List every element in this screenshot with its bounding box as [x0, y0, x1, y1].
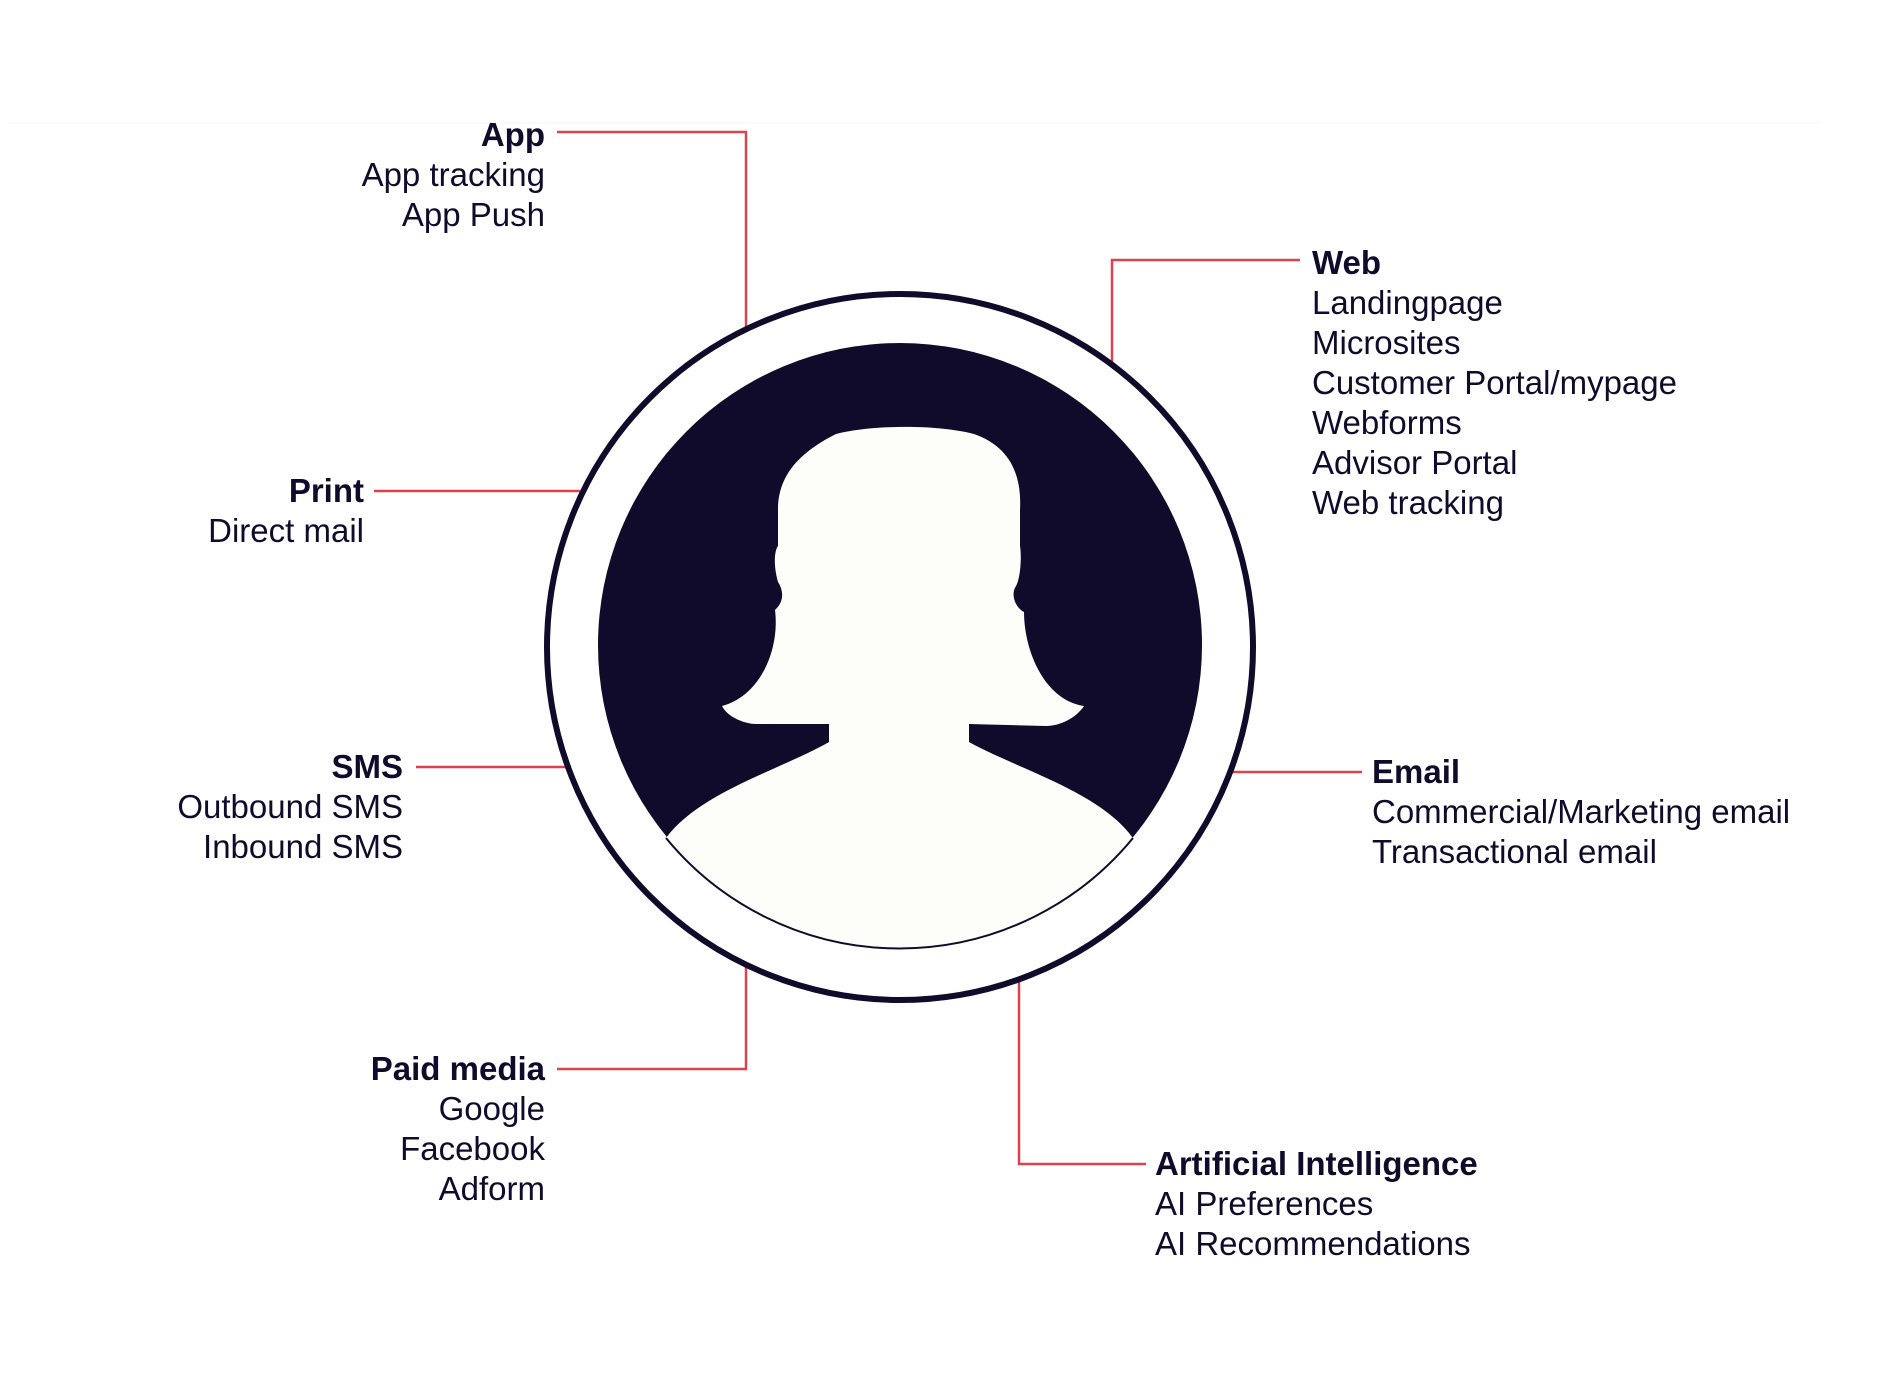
paid-media-group: Paid media Google Facebook Adform — [371, 1049, 545, 1209]
sms-item: Inbound SMS — [203, 828, 403, 865]
web-heading: Web — [1312, 244, 1382, 281]
email-item: Transactional email — [1372, 833, 1657, 870]
print-item: Direct mail — [208, 512, 364, 549]
print-heading: Print — [288, 472, 364, 509]
ai-item: AI Recommendations — [1155, 1225, 1471, 1262]
app-connector — [557, 130, 748, 330]
web-item: Advisor Portal — [1312, 444, 1518, 481]
paid-media-connector — [557, 965, 748, 1071]
email-item: Commercial/Marketing email — [1372, 793, 1791, 830]
sms-group: SMS Outbound SMS Inbound SMS — [177, 747, 403, 867]
app-item: App tracking — [361, 156, 545, 193]
sms-heading: SMS — [331, 748, 403, 785]
sms-item: Outbound SMS — [177, 788, 403, 825]
web-item: Webforms — [1312, 404, 1462, 441]
person-silhouette-icon — [666, 426, 1133, 949]
web-connector — [1110, 258, 1300, 365]
paid-media-heading: Paid media — [370, 1050, 545, 1087]
person-avatar — [544, 291, 1256, 1003]
ai-group: Artificial Intelligence AI Preferences A… — [1155, 1144, 1478, 1264]
ai-heading: Artificial Intelligence — [1155, 1145, 1478, 1182]
ai-connector — [1017, 978, 1146, 1166]
web-item: Landingpage — [1312, 284, 1503, 321]
paid-media-item: Adform — [438, 1170, 545, 1207]
web-item: Web tracking — [1312, 484, 1504, 521]
email-group: Email Commercial/Marketing email Transac… — [1372, 752, 1790, 872]
paid-media-item: Google — [438, 1090, 545, 1127]
app-group: App App tracking App Push — [362, 115, 545, 235]
print-group: Print Direct mail — [208, 471, 364, 551]
silhouette-outline — [665, 837, 1134, 950]
app-item: App Push — [401, 196, 545, 233]
web-item: Microsites — [1312, 324, 1461, 361]
web-group: Web Landingpage Microsites Customer Port… — [1312, 243, 1677, 523]
paid-media-item: Facebook — [400, 1130, 545, 1167]
connector-group — [374, 130, 1362, 1166]
email-heading: Email — [1372, 753, 1461, 790]
web-item: Customer Portal/mypage — [1312, 364, 1677, 401]
app-heading: App — [480, 116, 545, 153]
ai-item: AI Preferences — [1155, 1185, 1374, 1222]
